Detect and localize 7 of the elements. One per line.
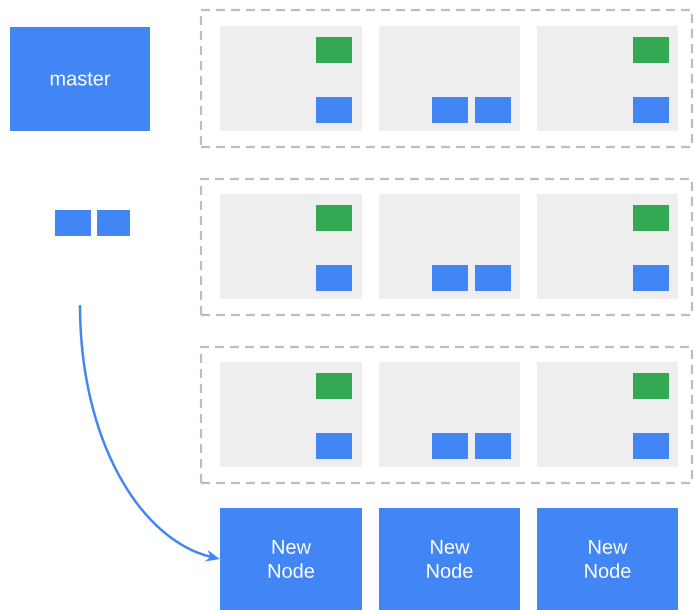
new-node-box: New Node (537, 508, 678, 610)
new-node-box: New Node (379, 508, 520, 610)
new-node-box: New Node (220, 508, 362, 610)
master-box: master (10, 27, 150, 131)
node-group (200, 346, 694, 484)
node-group (200, 178, 694, 316)
node-group (200, 8, 694, 148)
